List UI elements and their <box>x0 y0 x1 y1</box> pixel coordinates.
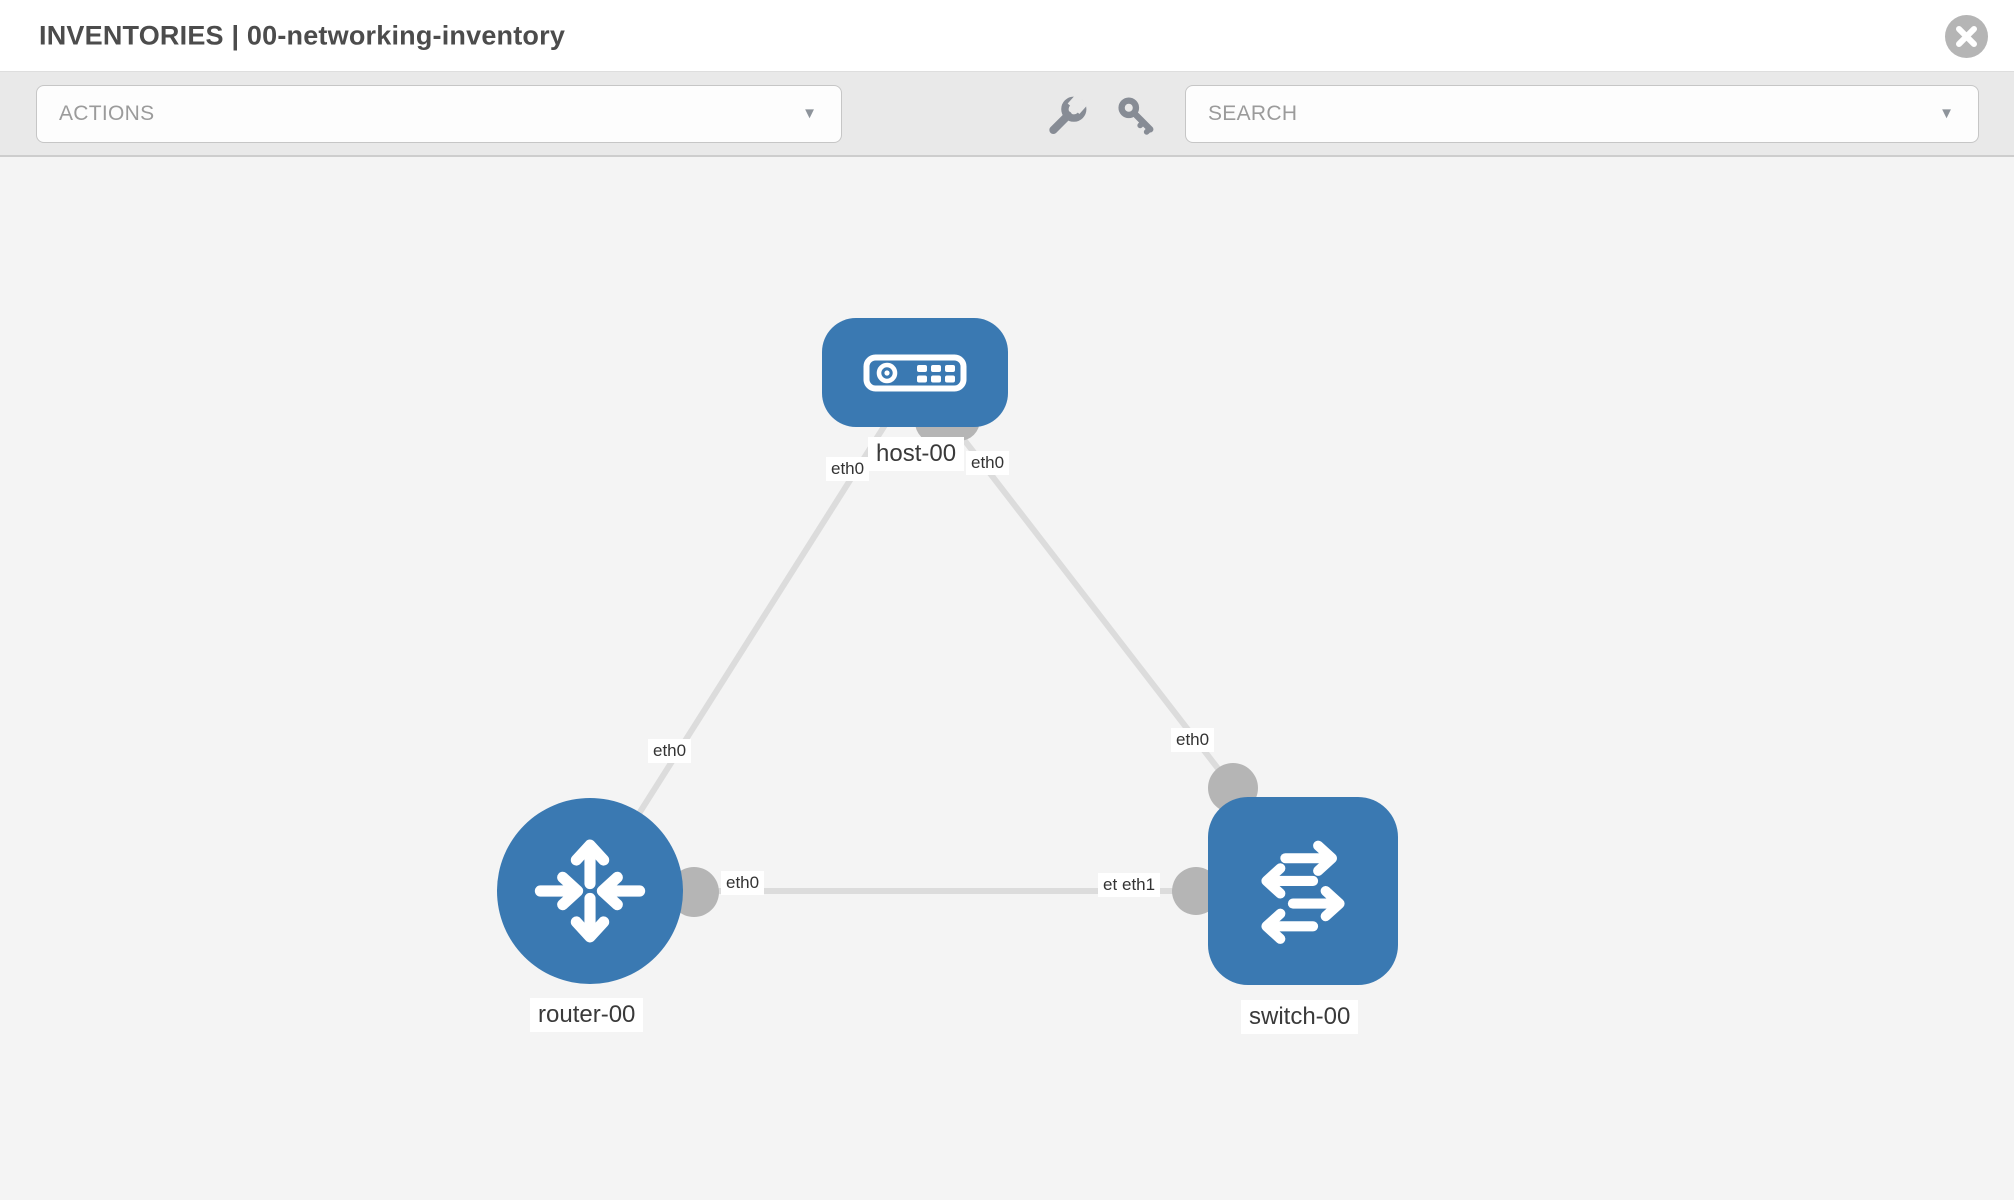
port-label-eth0: eth0 <box>648 739 692 763</box>
port-label-eth0: eth0 <box>1171 728 1215 752</box>
close-button[interactable] <box>1945 15 1988 58</box>
search-dropdown-label: SEARCH <box>1208 102 1298 125</box>
tools-button[interactable] <box>1044 93 1090 139</box>
node-router-00[interactable] <box>497 798 683 984</box>
credentials-button[interactable] <box>1114 93 1160 139</box>
node-label-switch-00: switch-00 <box>1241 1000 1359 1034</box>
port-label-eth0: eth0 <box>826 457 870 481</box>
key-icon <box>1118 97 1154 135</box>
wrench-icon <box>1049 95 1088 135</box>
search-dropdown[interactable]: SEARCH ▼ <box>1185 85 1979 143</box>
port-label-eth0: eth0 <box>966 451 1010 475</box>
switch-icon <box>1261 840 1345 944</box>
header: INVENTORIES | 00-networking-inventory <box>0 0 2014 72</box>
host-icon <box>863 354 967 391</box>
actions-dropdown-label: ACTIONS <box>59 102 155 125</box>
topology-wires <box>587 399 1303 917</box>
port-label-eth1: eth1 <box>1117 873 1161 897</box>
node-label-host-00: host-00 <box>868 437 965 471</box>
page-title: INVENTORIES | 00-networking-inventory <box>39 20 566 50</box>
router-icon <box>534 839 646 943</box>
actions-dropdown[interactable]: ACTIONS ▼ <box>36 85 842 143</box>
node-switch-00[interactable] <box>1208 797 1398 985</box>
node-host-00[interactable] <box>822 318 1008 427</box>
node-label-router-00: router-00 <box>530 998 644 1032</box>
close-icon <box>1956 26 1977 47</box>
chevron-down-icon: ▼ <box>1939 105 1954 123</box>
topology-canvas[interactable]: host-00 router-00 switch-00 eth0 eth0 et… <box>0 157 2014 1200</box>
chevron-down-icon: ▼ <box>802 105 817 123</box>
toolbar: ACTIONS ▼ SEARCH ▼ <box>0 72 2014 157</box>
port-label-eth0: eth0 <box>721 871 765 895</box>
